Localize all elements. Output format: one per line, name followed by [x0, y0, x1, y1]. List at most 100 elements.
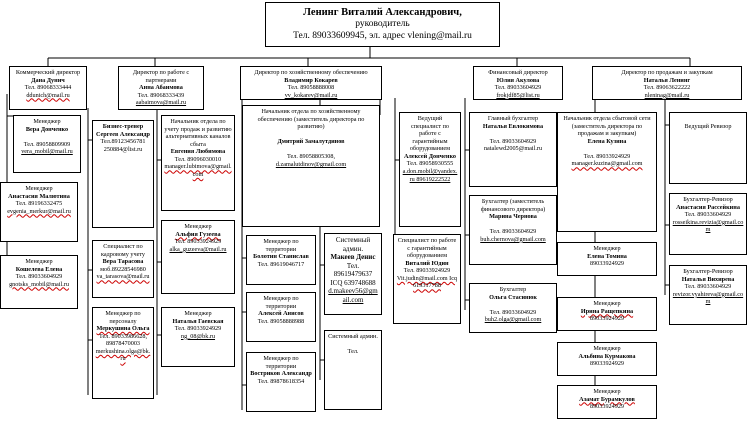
staff-box: Бухгалтер Ольга Стасинюк Тел. 8903360492… [469, 283, 557, 333]
staff-email[interactable]: a.don.mobil@yandex.ru 89619222522 [402, 167, 458, 183]
staff-box: Менеджер по территории Болотин Станислав… [246, 235, 316, 285]
staff-phone: 89033924929 [589, 360, 625, 368]
staff-box: Главный бухгалтер Наталья Евлокимова Тел… [469, 112, 557, 187]
staff-name: Альбина Курмакова [578, 352, 636, 360]
staff-phone: 89033924929 [589, 260, 625, 268]
director-name: Владимир Кокарев [284, 76, 338, 84]
staff-phone: 89033924929 [589, 403, 625, 411]
staff-name: Вера Донченко [25, 125, 69, 133]
staff-email[interactable]: d.makeev56@gmail.com [328, 287, 378, 304]
staff-email[interactable]: revizor.vyahireva@gmail.com [672, 290, 744, 306]
staff-email[interactable]: buh.chernova@gmail.com [480, 235, 546, 243]
staff-email[interactable]: manager.kuzina@gmail.com [571, 160, 643, 168]
director-name: Юлия Акулова [496, 76, 540, 84]
staff-email[interactable]: manager.lubimova@gmail.com [164, 163, 232, 178]
staff-box: Менеджер по персоналу Меркушина Ольга Те… [92, 307, 154, 399]
staff-phone: Тел. 89033924929 [174, 238, 222, 246]
director-title: Финансовый директор [488, 69, 548, 76]
staff-title: Менеджер [593, 388, 621, 395]
staff-email[interactable]: ng_08@bk.ru [180, 332, 216, 340]
staff-email[interactable]: va_tarasova@mail.ru [96, 273, 150, 281]
director-title: Директор по продажам и закупкам [621, 69, 713, 76]
staff-email[interactable]: 250884@list.ru [103, 145, 143, 153]
staff-phone: Тел. 89058930555 [406, 160, 454, 168]
staff-name: Виталий Юдин [405, 259, 449, 267]
director-commercial: Коммерческий директор Дана Дунич Тел. 89… [9, 66, 87, 110]
staff-phone: Тел. 89033604929 [489, 228, 537, 236]
staff-title: Главный бухгалтер [487, 115, 539, 122]
staff-title: Бухгалтер-Ревизор [683, 268, 733, 275]
staff-email[interactable]: buh2.olga@gmail.com [484, 316, 542, 324]
staff-title: Системный админ. [335, 236, 371, 253]
staff-name: Востриков Александр [250, 370, 312, 378]
staff-title: Ведущий Ревизор [684, 122, 732, 130]
staff-email[interactable]: natalewd2005@mail.ru [483, 145, 543, 153]
staff-phone: Тел. 89196332475 [15, 200, 63, 208]
staff-phone: моб.89228546980 [100, 265, 146, 273]
staff-email[interactable]: d.zamalutdinov@gmail.com [275, 160, 347, 168]
staff-title: Специалист по кадровому учету [100, 243, 146, 258]
ceo-contact: Тел. 89033609945, эл. адрес vlening@mail… [293, 31, 472, 41]
staff-name: Ирина Ращепкина [580, 307, 634, 315]
director-phone: Тел. 89033604929 [494, 84, 542, 92]
staff-title: Специалист по работе с гарантийным обору… [397, 237, 457, 260]
staff-phone: Тел. 89033924929 [174, 325, 222, 333]
staff-title: Менеджер [25, 185, 53, 192]
ceo-role: руководитель [355, 19, 410, 30]
staff-name: Евгения Любимова [170, 148, 226, 156]
staff-name: Елена Кузина [587, 137, 627, 145]
staff-email[interactable]: merkushina.olga@bk.ru [95, 347, 151, 363]
staff-title: Бухгалтер (заместитель финансового дирек… [480, 198, 546, 213]
staff-title: Менеджер по персоналу [105, 310, 141, 325]
staff-phone: Тел. [347, 348, 359, 356]
staff-box: Бухгалтер-Ревизор Наталья Вихирева Тел. … [669, 265, 747, 325]
staff-box: Менеджер Азамат Бурамкулов 89033924929 [557, 385, 657, 419]
staff-name: Алексей Донченко [403, 152, 457, 160]
staff-email[interactable]: evgenia_merkur@mail.ru [7, 207, 71, 215]
staff-title: Бизнес-тренер [102, 123, 144, 130]
director-email[interactable]: frokjdf85@list.ru [496, 91, 540, 99]
staff-box: Менеджер Альбина Курмакова 89033924929 [557, 342, 657, 376]
staff-title: Бухгалтер-Ревизор [683, 196, 733, 203]
staff-email[interactable]: Vit.judin@mail.com Icq 619317788 [396, 274, 458, 290]
staff-email[interactable]: rosseikina.revizia@gmail.com [672, 218, 744, 234]
staff-title: Ведущий специалист по работе с гарантийн… [409, 115, 451, 153]
staff-title: Менеджер по территории [263, 295, 299, 310]
staff-box: Менеджер по территории Востриков Алексан… [246, 352, 316, 412]
staff-title: Менеджер [33, 118, 61, 125]
staff-phone: Тел. 89033924929 [583, 152, 631, 160]
director-phone: Тел. 89068333444 [24, 84, 72, 92]
staff-box: Менеджер Альфия Гузеева Тел. 89033924929… [161, 220, 235, 294]
staff-box: Специалист по кадровому учету Вера Тарас… [92, 240, 154, 298]
director-email[interactable]: ddunich@mail.ru [26, 91, 70, 99]
staff-name: Вера Тарасова [102, 258, 144, 266]
staff-phone: Тел. 89033604929 [489, 308, 537, 316]
staff-title: Менеджер [593, 345, 621, 352]
staff-phone: Тел. 89878618354 [257, 377, 305, 385]
staff-phone: Тел. 89033604929 [684, 283, 732, 291]
ceo-box: Ленинг Виталий Александрович, руководите… [265, 2, 500, 47]
staff-name: Анастасия Малютина [8, 192, 70, 200]
staff-box: Менеджер Ирина Ращепкина 89033924929 [557, 297, 657, 331]
staff-title: Менеджер [593, 245, 621, 252]
staff-name: Кошелева Елена [15, 265, 63, 273]
director-phone: Тел. 89058888008 [287, 84, 335, 92]
staff-box: Менеджер Анастасия Малютина Тел. 8919633… [0, 182, 78, 242]
staff-box: Бухгалтер (заместитель финансового дирек… [469, 195, 557, 265]
staff-name: Наталья Гаевская [172, 317, 224, 325]
staff-email[interactable]: vera_mobil@mail.ru [21, 148, 73, 156]
staff-name: Дмитрий Замалутдинов [277, 138, 345, 146]
director-title: Директор по работе с партнерами [132, 69, 190, 84]
director-email[interactable]: vv_kokarev@mail.ru [284, 91, 338, 99]
staff-phone: Тел. 89619046717 [257, 260, 305, 268]
staff-title: Бухгалтер [499, 286, 527, 293]
staff-box: Бухгалтер-Ревизор Анастасия Рассейкина Т… [669, 193, 747, 255]
staff-box: Менеджер Кошелева Елена Тел. 89033604929… [0, 255, 78, 309]
director-finance: Финансовый директор Юлия Акулова Тел. 89… [473, 66, 563, 100]
director-email[interactable]: nleninag@mail.ru [644, 91, 690, 99]
staff-email[interactable]: alka_guzeeva@mail.ru [169, 245, 227, 253]
staff-phone: Тел. 89619479637 ICQ 639748688 [330, 261, 376, 287]
staff-email[interactable]: gnotsks_mobil@mail.ru [9, 280, 69, 288]
director-email[interactable]: aabaimova@mail.ru [135, 99, 187, 107]
staff-phone: Тел. 89096030010 [174, 155, 222, 163]
